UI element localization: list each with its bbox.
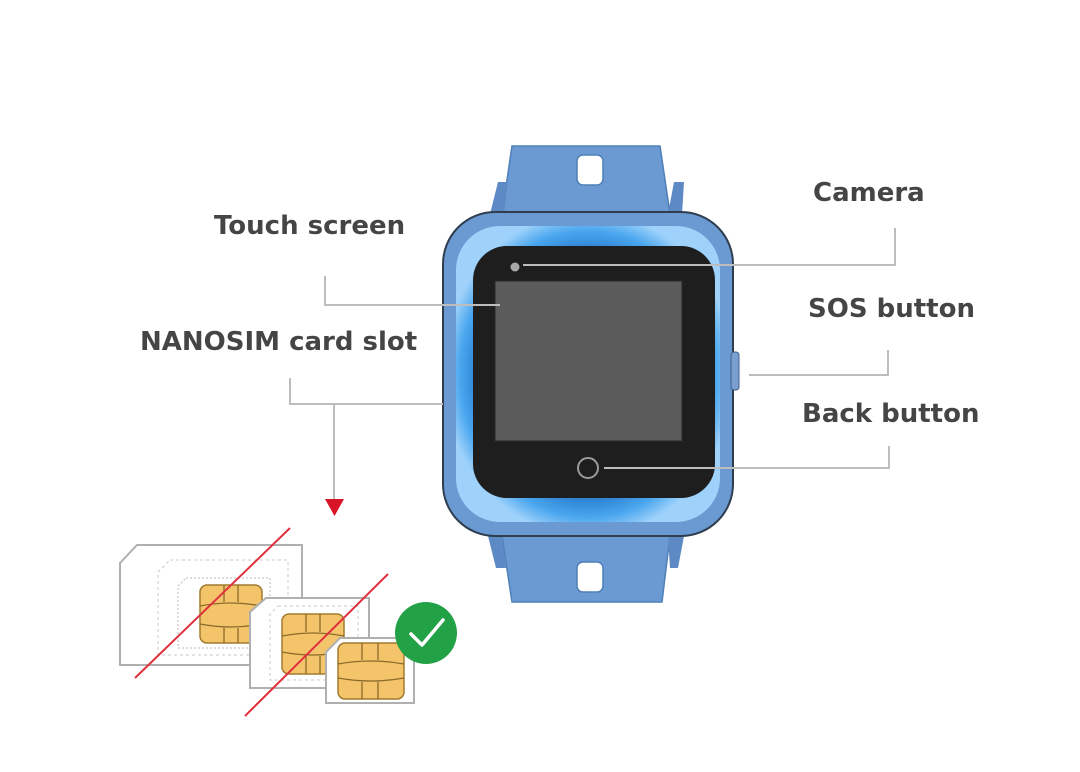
camera-leader [523,228,896,266]
sos-button-leader [749,350,889,376]
checkmark-icon [395,602,457,664]
strike-through-micro [244,573,389,717]
sim-card-nano [325,637,415,704]
display-area [494,280,683,442]
sos-button-label: SOS button [808,294,975,324]
camera-lens [510,262,520,272]
nanosim-slot-label: NANOSIM card slot [140,327,418,357]
touch-screen-leader [324,276,500,306]
watch-body [442,211,740,537]
sos-side-button [730,351,740,391]
strap-bottom [488,535,684,603]
strap-hole-top [576,154,604,186]
back-button-leader [604,446,890,469]
strap-top [490,145,684,215]
leader-lines [289,228,896,500]
arrow-down-icon [325,499,344,516]
touch-screen-label: Touch screen [214,211,406,241]
camera-label: Camera [813,178,925,208]
back-button-label: Back button [802,399,980,429]
strike-through-standard [134,527,291,679]
nanosim-leader [289,378,443,405]
strap-hole-bottom [576,561,604,593]
back-button-ring [577,457,599,479]
